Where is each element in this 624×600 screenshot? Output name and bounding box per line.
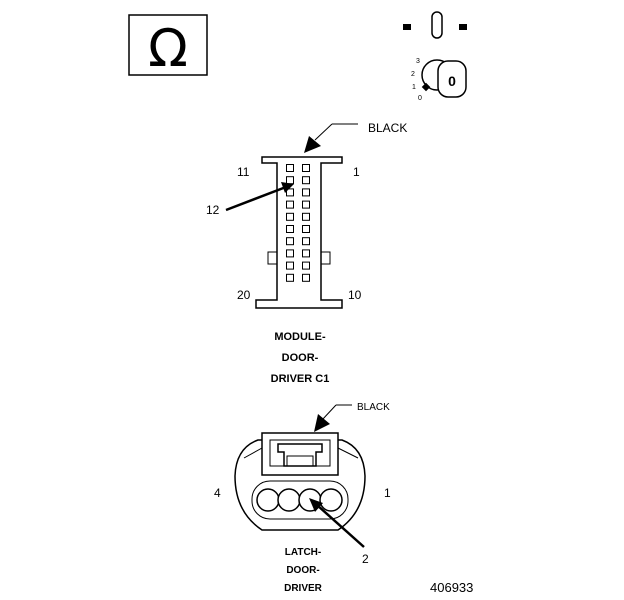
c1-cavity bbox=[302, 212, 310, 221]
latch-wire-color-label: BLACK bbox=[357, 402, 390, 413]
c1-pin-label-bottom-left: 20 bbox=[237, 288, 251, 302]
c1-cavity bbox=[286, 176, 294, 185]
latch-terminal bbox=[277, 488, 301, 512]
c1-cavity bbox=[302, 249, 310, 258]
c1-cavity bbox=[286, 273, 294, 282]
c1-cavity bbox=[286, 200, 294, 209]
c1-cavity bbox=[302, 225, 310, 233]
connector-module-door-driver-c1: BLACK 11 1 20 10 12 MODULE- DOOR- DRIVER… bbox=[206, 121, 407, 385]
c1-probe-pin-label: 12 bbox=[206, 203, 220, 217]
latch-terminal-row bbox=[256, 488, 343, 512]
c1-cavity bbox=[302, 237, 310, 246]
c1-cavity bbox=[286, 212, 294, 221]
c1-cavity bbox=[286, 249, 294, 258]
c1-cavity bbox=[302, 164, 310, 172]
c1-cavity bbox=[302, 273, 310, 282]
latch-terminal bbox=[319, 488, 343, 512]
latch-pin-label-left: 4 bbox=[214, 486, 221, 500]
c1-pin-label-top-right: 1 bbox=[353, 165, 360, 179]
c1-name-line-2: DOOR- bbox=[282, 352, 319, 364]
c1-cavity bbox=[286, 237, 294, 246]
latch-probe-pin-label: 2 bbox=[362, 552, 369, 566]
latch-name-line-2: DOOR- bbox=[286, 565, 319, 576]
c1-cavity bbox=[302, 200, 310, 209]
c1-cavity bbox=[302, 188, 310, 197]
c1-pin-label-bottom-right: 10 bbox=[348, 288, 362, 302]
ignition-pos-2: 2 bbox=[411, 71, 415, 78]
c1-cavity bbox=[286, 225, 294, 233]
ignition-key-off-icon: 0 3 2 1 0 bbox=[403, 11, 467, 102]
ignition-pos-3: 3 bbox=[416, 58, 420, 65]
c1-cavity bbox=[286, 164, 294, 172]
c1-name-line-1: MODULE- bbox=[274, 331, 326, 343]
ohmmeter-icon: Ω bbox=[128, 14, 208, 79]
figure-number: 406933 bbox=[430, 580, 473, 595]
c1-cavity bbox=[302, 261, 310, 270]
c1-cavity bbox=[286, 188, 294, 197]
ignition-pos-1: 1 bbox=[412, 84, 416, 91]
latch-terminal bbox=[256, 488, 280, 512]
ignition-key-label: 0 bbox=[448, 73, 456, 89]
latch-pin-label-right: 1 bbox=[384, 486, 391, 500]
c1-cavity bbox=[302, 176, 310, 185]
c1-name-line-3: DRIVER C1 bbox=[271, 373, 330, 385]
ohm-symbol: Ω bbox=[148, 19, 188, 79]
latch-name-line-3: DRIVER bbox=[284, 583, 323, 594]
c1-cavity bbox=[286, 261, 294, 270]
latch-name-line-1: LATCH- bbox=[285, 547, 321, 558]
c1-cavity-grid bbox=[286, 164, 310, 282]
c1-pin-label-top-left: 11 bbox=[237, 165, 250, 179]
c1-wire-color-label: BLACK bbox=[368, 121, 407, 135]
connector-latch-door-driver: BLACK 4 1 2 LATCH- DOOR- DRIVER bbox=[214, 402, 391, 594]
ignition-pos-0: 0 bbox=[418, 95, 422, 102]
